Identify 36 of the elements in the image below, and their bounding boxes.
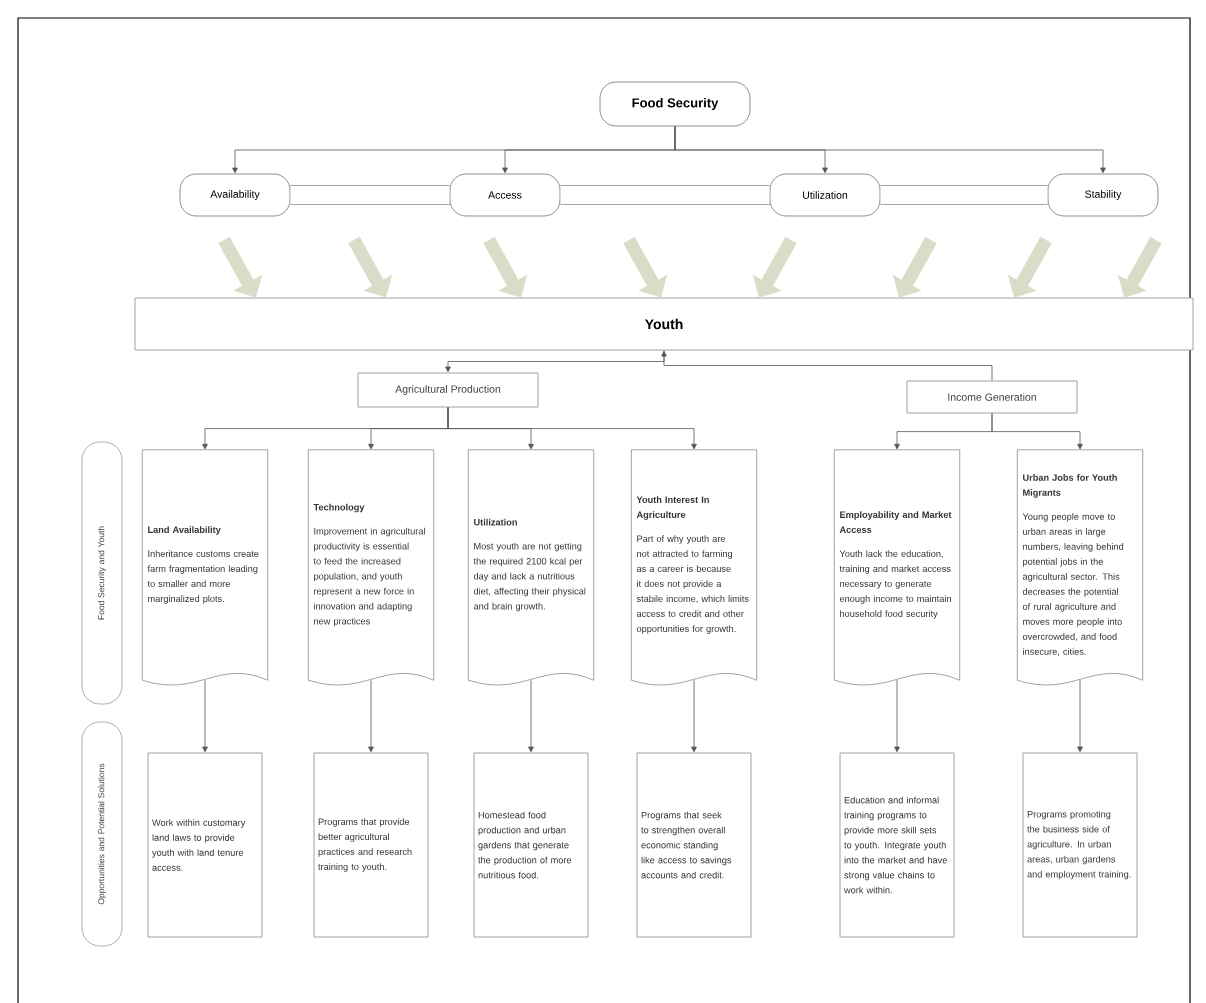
document-box: Land Availability Inheritance customs create farm fragmentation leading to smaller and more marginalized plots. <box>141 449 269 686</box>
connector-band <box>560 185 770 205</box>
pillar-box: Stability <box>1047 173 1159 217</box>
category-box: Agricultural Production <box>357 372 539 408</box>
document-box: Urban Jobs for Youth Migrants Young people move to urban areas in large numbers, leaving behind potential jobs in the agricultural sector. This decreases the potential of rural agriculture and moves more people into overcrowded, and food insecure, cities. <box>1016 449 1144 686</box>
pillar-box: Access <box>449 173 561 217</box>
arrow <box>991 413 1083 450</box>
arrow <box>674 126 1106 174</box>
solution-box: Education and informal training programs to provide more skill sets to youth. Integrate youth into the market and have strong value chains to work within. <box>839 752 955 938</box>
arrow <box>661 350 993 381</box>
connector-band <box>880 185 1048 205</box>
row-label-band: Opportunities and Potential Solutions <box>81 721 123 947</box>
arrow <box>528 679 534 753</box>
solution-box: Programs that provide better agricultural practices and research training to youth. <box>313 752 429 938</box>
row-label-band: Food Security and Youth <box>81 441 123 705</box>
arrow <box>368 679 374 753</box>
arrow <box>202 679 208 753</box>
arrow <box>447 407 697 450</box>
solution-box: Programs that seek to strengthen overall economic standing like access to savings accounts and credit. <box>636 752 752 938</box>
document-box: Technology Improvement in agricultural productivity is essential to feed the increased population, and youth represent a new force in innovation and adapting new practices <box>307 449 435 686</box>
solution-box: Programs promoting the business side of agriculture. In urban areas, urban gardens and employment training. <box>1022 752 1138 938</box>
arrow <box>894 679 900 753</box>
youth-box: Youth <box>134 297 1194 351</box>
document-box: Employability and Market Access Youth lack the education, training and market access necessary to generate enough income to maintain household food security <box>833 449 961 686</box>
document-box: Utilization Most youth are not getting the required 2100 kcal per day and lack a nutritious diet, affecting their physical and brain growth. <box>467 449 595 686</box>
arrow <box>445 350 665 373</box>
solution-box: Work within customary land laws to provide youth with land tenure access. <box>147 752 263 938</box>
solution-box: Homestead food production and urban gardens that generate the production of more nutritious food. <box>473 752 589 938</box>
pillar-box: Utilization <box>769 173 881 217</box>
document-box: Youth Interest In Agriculture Part of why youth are not attracted to farming as a career is because it does not provide a stabile income, which limits access to credit and other opportunities for growth. <box>630 449 758 686</box>
arrow <box>1077 679 1083 753</box>
pillar-box: Availability <box>179 173 291 217</box>
connector-band <box>290 185 450 205</box>
category-box: Income Generation <box>906 380 1078 414</box>
arrow <box>691 679 697 753</box>
pillar-box: Food Security <box>599 81 751 127</box>
